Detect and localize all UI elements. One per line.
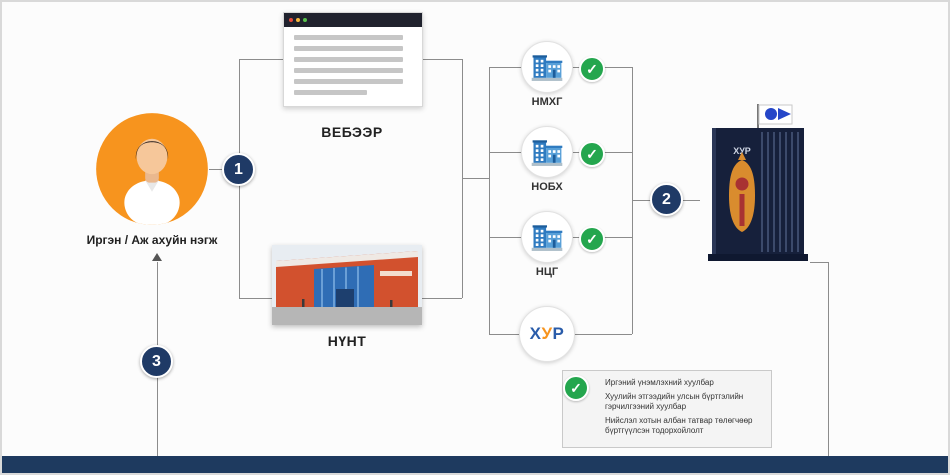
agency-ncg-label: НЦГ bbox=[535, 266, 559, 278]
line-browser-out bbox=[423, 59, 462, 60]
data-server-graphic: ХУР bbox=[700, 102, 814, 264]
step-2-badge: 2 bbox=[650, 183, 683, 216]
documents-box: Иргэний үнэмлэхний хуулбар Хуулийн этгээ… bbox=[562, 370, 772, 448]
line-step2-server bbox=[683, 200, 700, 201]
line-return-right bbox=[828, 262, 829, 456]
agency-nmhg-label: НМХГ bbox=[531, 96, 563, 108]
line-left-bracket bbox=[489, 67, 490, 334]
check-glyph: ✓ bbox=[586, 230, 598, 247]
browser-content bbox=[284, 27, 422, 95]
check-icon: ✓ bbox=[579, 141, 605, 167]
check-glyph: ✓ bbox=[586, 145, 598, 162]
agency-nmhg-icon bbox=[521, 41, 573, 93]
document-item: Нийслэл хотын албан татвар төлөгчөөр бүр… bbox=[605, 416, 753, 435]
line-merge-connector bbox=[462, 178, 489, 179]
line-to-step2 bbox=[632, 200, 651, 201]
step-3-badge: 3 bbox=[140, 345, 173, 378]
hur-letter-x: Х bbox=[529, 324, 542, 343]
building-icon bbox=[531, 225, 563, 251]
citizen-avatar bbox=[95, 112, 209, 226]
server-tower-icon: ХУР bbox=[708, 104, 808, 261]
check-icon: ✓ bbox=[579, 226, 605, 252]
person-icon bbox=[96, 113, 208, 225]
browser-titlebar bbox=[284, 13, 422, 27]
step-3-number: 3 bbox=[152, 352, 161, 370]
footer-bar bbox=[2, 456, 948, 473]
agency-ncg-icon bbox=[521, 211, 573, 263]
document-item: Иргэний үнэмлэхний хуулбар bbox=[605, 378, 714, 387]
line-server-out bbox=[810, 262, 828, 263]
check-glyph: ✓ bbox=[570, 379, 582, 396]
building-icon bbox=[531, 55, 563, 81]
server-label: ХУР bbox=[733, 146, 751, 156]
step-1-badge: 1 bbox=[222, 153, 255, 186]
line-to-center bbox=[239, 298, 274, 299]
browser-dot-yellow-icon bbox=[296, 18, 300, 22]
browser-dot-red-icon bbox=[289, 18, 293, 22]
actor-label: Иргэн / Аж ахуйн нэгж bbox=[86, 233, 218, 247]
line-to-browser bbox=[239, 59, 283, 60]
step-2-number: 2 bbox=[662, 190, 671, 208]
step-1-number: 1 bbox=[234, 160, 243, 178]
center-channel-label: НҮНТ bbox=[327, 333, 367, 349]
browser-dot-green-icon bbox=[303, 18, 307, 22]
agency-nobh-label: НОБХ bbox=[531, 181, 563, 193]
web-channel-label: ВЕБЭЭР bbox=[321, 124, 383, 140]
check-icon: ✓ bbox=[563, 375, 589, 401]
agency-nobh-icon bbox=[521, 126, 573, 178]
building-icon bbox=[531, 140, 563, 166]
check-icon: ✓ bbox=[579, 56, 605, 82]
check-glyph: ✓ bbox=[586, 60, 598, 77]
service-center-photo bbox=[272, 245, 422, 325]
return-arrow-icon bbox=[152, 253, 162, 261]
hur-letter-r: Р bbox=[552, 324, 565, 343]
line-center-out bbox=[422, 298, 462, 299]
service-center-building-icon bbox=[272, 245, 422, 325]
hur-letter-u: У bbox=[541, 324, 553, 343]
web-browser-graphic bbox=[283, 12, 423, 107]
document-item: Хуулийн этгээдийн улсын бүртгэлийн гэрчи… bbox=[605, 392, 744, 411]
